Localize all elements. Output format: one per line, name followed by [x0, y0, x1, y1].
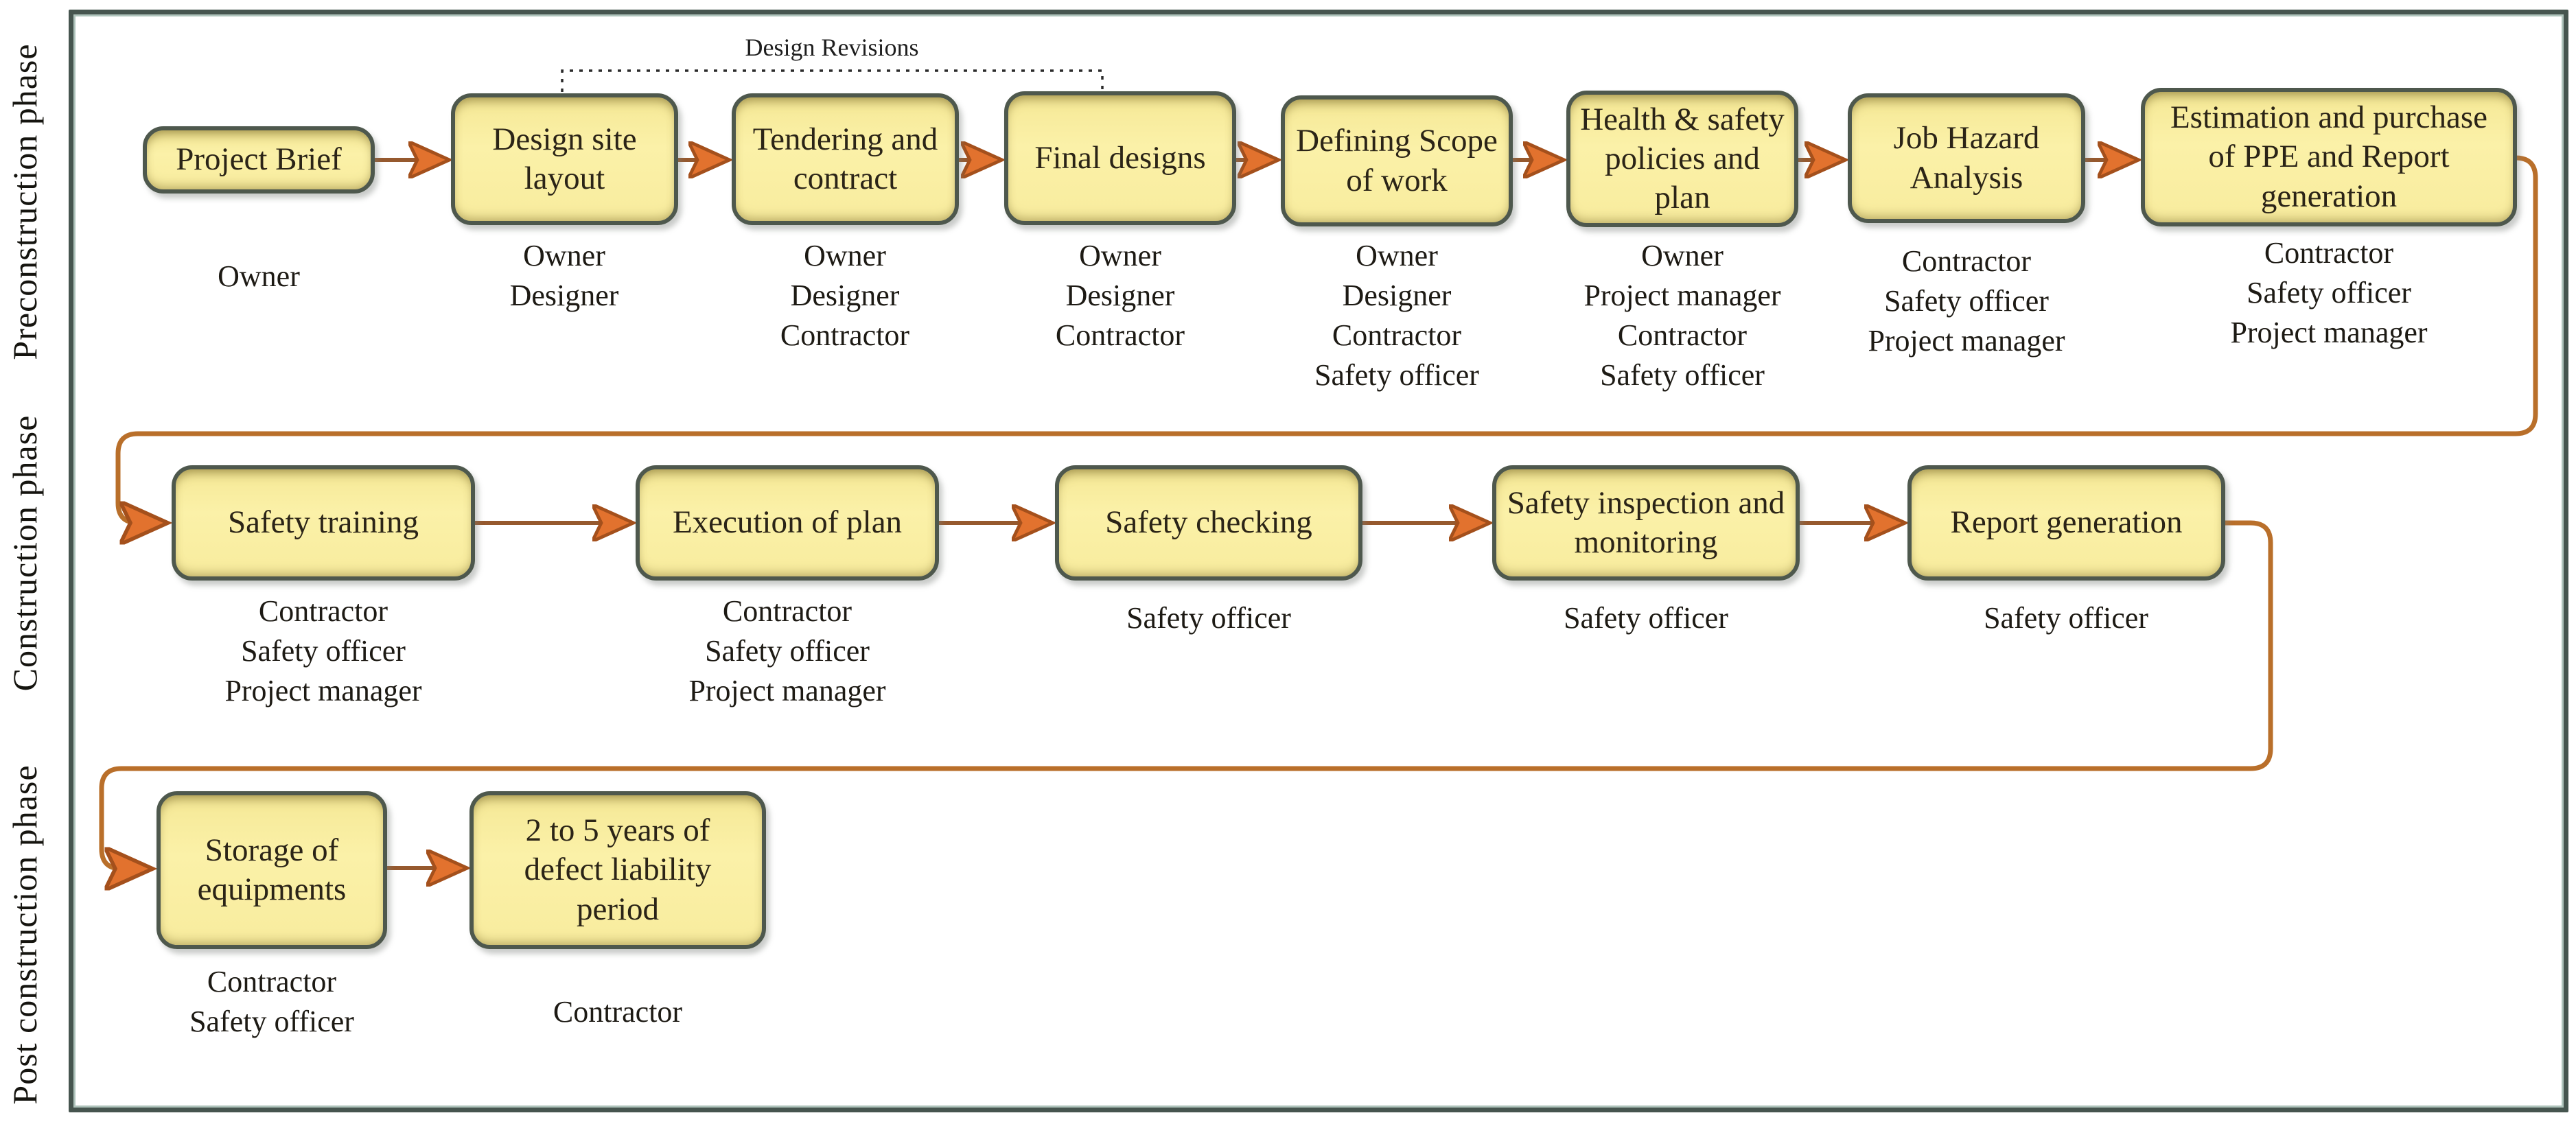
role-label: Contractor: [1332, 318, 1462, 352]
step-roles-execution-of-plan: Contractor Safety officer Project manage…: [609, 592, 966, 711]
step-box-report-generation: Report generation: [1907, 465, 2225, 581]
step-box-estimation-ppe-report: Estimation and purchase of PPE and Repor…: [2141, 88, 2517, 226]
design-revisions-label: Design Revisions: [745, 34, 919, 61]
step-roles-estimation-ppe-report: Contractor Safety officer Project manage…: [2150, 233, 2507, 353]
step-label: Estimation and purchase of PPE and Repor…: [2170, 100, 2488, 214]
role-label: Safety officer: [2247, 276, 2411, 309]
step-label: Final designs: [1034, 139, 1206, 176]
design-revisions-dashed-line: [561, 69, 1104, 92]
phase-label-preconstruction: Preconstruction phase: [5, 43, 44, 360]
step-box-final-designs: Final designs: [1004, 91, 1236, 225]
role-label: Safety officer: [241, 634, 406, 668]
step-box-defining-scope-of-work: Defining Scope of work: [1281, 95, 1513, 226]
role-label: Owner: [1356, 239, 1438, 272]
role-label: Contractor: [1055, 318, 1185, 352]
role-label: Contractor: [722, 594, 852, 628]
step-label: Safety checking: [1105, 504, 1312, 541]
step-box-defect-liability-period: 2 to 5 years of defect liability period: [469, 791, 766, 949]
step-box-job-hazard-analysis: Job Hazard Analysis: [1848, 93, 2085, 223]
step-box-safety-inspection-monitoring: Safety inspection and monitoring: [1492, 465, 1800, 581]
step-roles-defining-scope-of-work: Owner Designer Contractor Safety officer: [1218, 236, 1575, 395]
step-box-safety-checking: Safety checking: [1055, 465, 1362, 581]
step-label: Safety training: [227, 504, 419, 541]
step-roles-safety-training: Contractor Safety officer Project manage…: [145, 592, 502, 711]
role-label: Owner: [523, 239, 605, 272]
role-label: Safety officer: [1984, 601, 2148, 635]
role-label: Project manager: [1868, 324, 2065, 358]
role-label: Contractor: [207, 965, 337, 998]
step-label: Safety inspection and monitoring: [1507, 484, 1785, 560]
role-label: Owner: [1641, 239, 1724, 272]
step-roles-job-hazard-analysis: Contractor Safety officer Project manage…: [1788, 242, 2145, 361]
diagram-frame: [69, 10, 2568, 1112]
step-box-safety-training: Safety training: [172, 465, 475, 581]
step-roles-project-brief: Owner: [80, 257, 437, 296]
step-roles-health-safety-policies: Owner Project manager Contractor Safety …: [1504, 236, 1861, 395]
step-roles-safety-inspection-monitoring: Safety officer: [1467, 598, 1824, 638]
step-label: Health & safety policies and plan: [1580, 101, 1785, 216]
role-label: Safety officer: [705, 634, 870, 668]
step-roles-tendering-and-contract: Owner Designer Contractor: [666, 236, 1023, 355]
role-label: Contractor: [1901, 244, 2032, 278]
step-label: Tendering and contract: [752, 121, 938, 196]
role-label: Safety officer: [189, 1005, 354, 1038]
phase-label-construction: Construction phase: [5, 414, 44, 692]
step-label: Design site layout: [492, 121, 637, 196]
step-label: 2 to 5 years of defect liability period: [524, 812, 712, 927]
step-roles-safety-checking: Safety officer: [1030, 598, 1387, 638]
step-box-design-site-layout: Design site layout: [451, 93, 678, 225]
step-label: Job Hazard Analysis: [1893, 120, 2040, 196]
step-roles-storage-of-equipments: Contractor Safety officer: [93, 962, 450, 1042]
connector-report-generation-to-storage: [99, 520, 2273, 869]
step-label: Execution of plan: [672, 504, 903, 541]
connector-estimation-to-safety-training: [115, 155, 2538, 523]
step-roles-design-site-layout: Owner Designer: [386, 236, 743, 316]
step-box-execution-of-plan: Execution of plan: [636, 465, 939, 581]
step-roles-defect-liability-period: Contractor: [439, 992, 796, 1032]
role-label: Project manager: [1583, 279, 1781, 312]
role-label: Contractor: [780, 318, 910, 352]
phase-label-post-construction: Post construction phase: [5, 764, 44, 1105]
role-label: Designer: [790, 279, 900, 312]
role-label: Safety officer: [1600, 358, 1765, 392]
role-label: Safety officer: [1314, 358, 1479, 392]
role-label: Contractor: [1617, 318, 1748, 352]
step-label: Storage of equipments: [197, 832, 347, 907]
step-box-health-safety-policies: Health & safety policies and plan: [1566, 91, 1798, 227]
step-label: Defining Scope of work: [1296, 123, 1498, 198]
role-label: Designer: [509, 279, 619, 312]
step-box-project-brief: Project Brief: [143, 126, 375, 194]
role-label: Safety officer: [1126, 601, 1291, 635]
role-label: Owner: [1079, 239, 1161, 272]
role-label: Owner: [804, 239, 886, 272]
step-label: Report generation: [1950, 504, 2183, 541]
role-label: Project manager: [2230, 316, 2428, 349]
role-label: Designer: [1065, 279, 1175, 312]
step-label: Project Brief: [176, 141, 342, 178]
role-label: Safety officer: [1884, 284, 2049, 318]
step-roles-final-designs: Owner Designer Contractor: [942, 236, 1299, 355]
step-roles-report-generation: Safety officer: [1888, 598, 2244, 638]
role-label: Contractor: [258, 594, 388, 628]
role-label: Owner: [218, 259, 300, 293]
step-box-storage-of-equipments: Storage of equipments: [156, 791, 387, 949]
role-label: Project manager: [224, 674, 422, 707]
role-label: Safety officer: [1564, 601, 1728, 635]
role-label: Contractor: [2264, 236, 2394, 270]
role-label: Contractor: [553, 995, 683, 1029]
step-box-tendering-and-contract: Tendering and contract: [732, 93, 959, 225]
role-label: Designer: [1342, 279, 1452, 312]
role-label: Project manager: [688, 674, 886, 707]
